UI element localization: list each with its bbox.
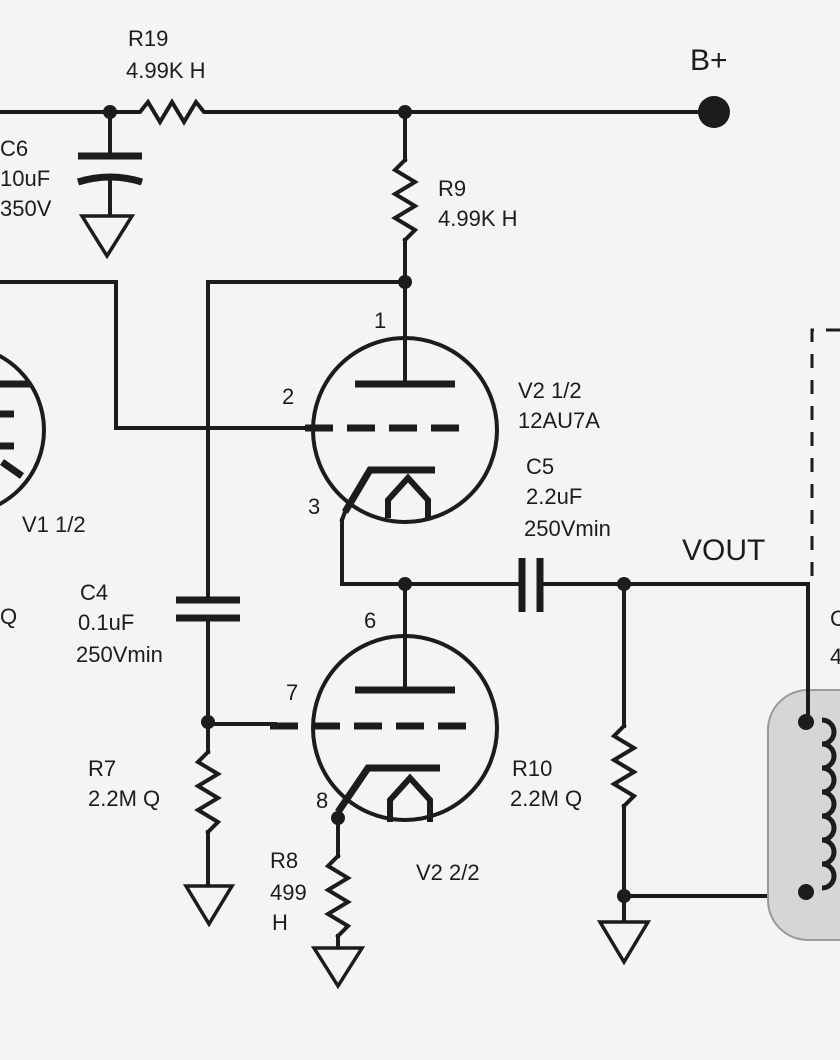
r19-resistor: [110, 98, 220, 126]
r7-ref-label: R7: [88, 756, 116, 781]
r8-resistor: [310, 811, 366, 990]
c4-rating-label: 250Vmin: [76, 642, 163, 667]
c5-ref-label: C5: [526, 454, 554, 479]
r8-ref-label: R8: [270, 848, 298, 873]
r9-value-label: 4.99K H: [438, 206, 518, 231]
v2a-ref-label: V2 1/2: [518, 378, 582, 403]
c5-rating-label: 250Vmin: [524, 516, 611, 541]
v2b-tube: [270, 634, 499, 822]
v1-ref-label: V1 1/2: [22, 512, 86, 537]
r8-value-label: 499: [270, 880, 307, 905]
output-transformer: [767, 582, 840, 941]
v2a-pin-cathode: 3: [308, 494, 320, 519]
v2a-pin-grid: 2: [282, 384, 294, 409]
r9-resistor: [391, 110, 419, 382]
c6-capacitor: [76, 110, 144, 216]
ground-symbol: [78, 214, 136, 260]
c6-ref-label: C6: [0, 136, 28, 161]
r19-ref-label: R19: [128, 26, 168, 51]
r10-value-label: 2.2M Q: [510, 786, 582, 811]
v2b-pin-plate: 6: [364, 608, 376, 633]
vout-label: VOUT: [682, 534, 765, 567]
c5-value-label: 2.2uF: [526, 484, 582, 509]
v2b-pin-cathode: 8: [316, 788, 328, 813]
dashed-enclosure: [810, 328, 840, 584]
r10-ref-label: R10: [512, 756, 552, 781]
c4-value-label: 0.1uF: [78, 610, 134, 635]
edge-fragment-a: C: [830, 606, 840, 631]
c4-branch: [176, 280, 407, 729]
v1-partial-label: Q: [0, 604, 17, 629]
bplus-rail: [0, 96, 730, 128]
v2a-type-label: 12AU7A: [518, 408, 600, 433]
bplus-terminal: [698, 96, 730, 128]
r19-value-label: 4.99K H: [126, 58, 206, 83]
output-node: [340, 518, 522, 692]
r9-ref-label: R9: [438, 176, 466, 201]
edge-fragment-b: 4: [830, 644, 840, 669]
v1-tube: [0, 353, 46, 507]
v2b-ref-label: V2 2/2: [416, 860, 480, 885]
c4-ref-label: C4: [80, 580, 108, 605]
r7-resistor: [182, 720, 236, 928]
c6-value-label: 10uF: [0, 166, 50, 191]
c6-rating-label: 350V: [0, 196, 52, 221]
r8-value2-label: H: [272, 910, 288, 935]
r7-value-label: 2.2M Q: [88, 786, 160, 811]
v1-to-v2a-grid: [0, 280, 307, 430]
c5-capacitor: [518, 558, 810, 612]
bplus-label: B+: [690, 44, 728, 77]
v2a-tube: [305, 336, 499, 524]
v2a-pin-plate: 1: [374, 308, 386, 333]
v2b-pin-grid: 7: [286, 680, 298, 705]
